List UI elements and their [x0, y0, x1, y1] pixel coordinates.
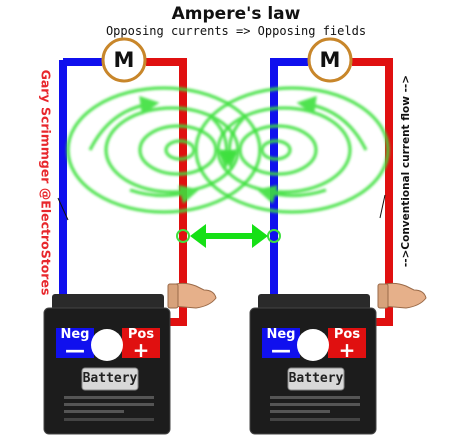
right-battery-label: Battery — [288, 371, 344, 386]
right-field-lines — [194, 86, 390, 214]
left-wire-section — [176, 229, 190, 243]
left-neg-sign: — — [65, 338, 85, 362]
left-guide-stroke — [57, 197, 69, 221]
right-neg-label: Neg — [266, 327, 296, 342]
author-credit: Gary Scrimmger @ElectroStores — [38, 69, 54, 296]
right-hand-icon — [377, 282, 427, 309]
left-motor-label: M — [113, 48, 135, 72]
left-battery-icon — [43, 294, 171, 435]
left-hand-icon — [167, 282, 217, 309]
right-pos-sign: + — [338, 338, 356, 362]
left-motor-icon — [101, 37, 147, 83]
left-pos-sign: + — [132, 338, 150, 362]
right-guide-stroke — [379, 194, 386, 219]
left-battery-label: Battery — [82, 371, 138, 386]
diagram-title: Ampere's law — [171, 4, 301, 24]
double-arrow-icon — [190, 224, 268, 248]
left-neg-label: Neg — [60, 327, 90, 342]
left-field-lines — [66, 86, 262, 214]
right-positive-wire — [352, 58, 393, 326]
right-negative-wire — [270, 58, 308, 300]
right-neg-sign: — — [271, 338, 291, 362]
right-motor-icon — [307, 37, 353, 83]
right-pos-label: Pos — [333, 327, 361, 342]
diagram-subtitle: Opposing currents => Opposing fields — [105, 24, 367, 38]
left-pos-label: Pos — [127, 327, 155, 342]
current-flow-label: -->Conventional current flow --> — [400, 74, 412, 268]
right-battery-icon — [249, 294, 377, 435]
left-negative-wire — [59, 60, 75, 304]
right-motor-label: M — [319, 48, 341, 72]
